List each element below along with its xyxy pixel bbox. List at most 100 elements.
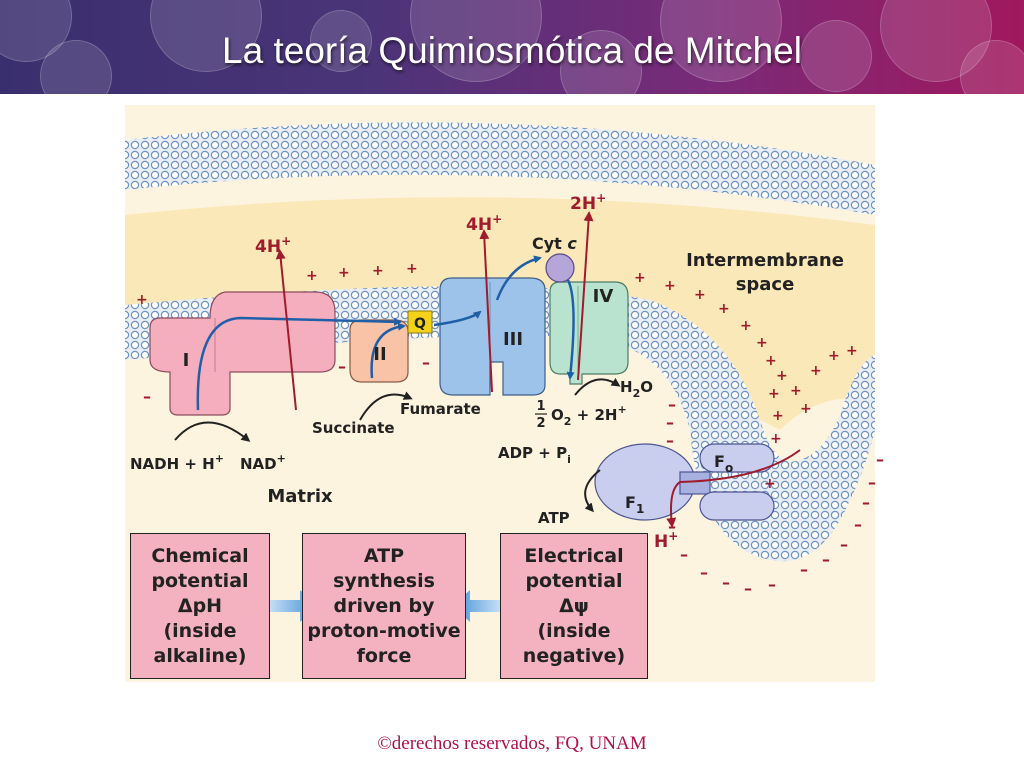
atp-line-4: proton-motive [307, 619, 461, 642]
plus-charge: + [740, 318, 752, 334]
plus-charge: + [768, 386, 780, 402]
plus-charge: + [764, 476, 776, 492]
proton-label-complex-I: 4H+ [255, 234, 291, 257]
minus-charge: – [680, 545, 688, 564]
proton-label-synthase: H+ [654, 529, 678, 552]
proton-path-complex-III [479, 229, 493, 393]
complex-IV-label: IV [593, 286, 614, 307]
electron-path-complex-II [370, 322, 406, 379]
atp-line-2: synthesis [333, 569, 435, 592]
succinate-label: Succinate [312, 419, 395, 437]
minus-charge: – [722, 573, 730, 592]
plus-charge: + [338, 265, 350, 281]
plus-charge: + [136, 292, 148, 308]
positive-charges: ++++++++++++++++++++++ [136, 261, 858, 492]
plus-charge: + [306, 268, 318, 284]
electron-path-complex-I [196, 316, 402, 411]
oxygen-reaction-arrow [574, 377, 621, 396]
electrical-line-2: potential [525, 569, 623, 592]
plus-charge: + [718, 301, 730, 317]
matrix-label: Matrix [267, 486, 333, 507]
electron-path-Q-III [433, 310, 482, 327]
chemical-line-2: potential [151, 569, 249, 592]
plus-charge: + [694, 287, 706, 303]
minus-charge: – [668, 395, 676, 414]
proton-label-complex-IV: 2H+ [570, 191, 606, 214]
plus-charge: + [406, 261, 418, 277]
complex-I [149, 291, 336, 416]
minus-charge: – [868, 473, 876, 492]
cyt-c-protein [545, 253, 575, 283]
atp-line-1: ATP [363, 544, 405, 567]
chemical-potential-box: Chemical potential ΔpH (inside alkaline) [130, 533, 270, 679]
proton-label-complex-III: 4H+ [466, 212, 502, 235]
arrow-electrical-to-atp [452, 590, 512, 622]
succinate-reaction-arrow [359, 391, 413, 421]
complex-I-label: I [183, 350, 190, 371]
intermembrane-space-region [125, 197, 875, 430]
plus-charge: + [828, 348, 840, 364]
proton-path-complex-IV [577, 211, 594, 381]
fo-label: Fo [714, 452, 733, 475]
plus-charge: + [372, 263, 384, 279]
atp-label: ATP [538, 509, 570, 527]
inner-membrane [125, 286, 875, 562]
quinone-square [407, 310, 433, 334]
minus-charge: – [744, 579, 752, 598]
minus-charge: – [876, 450, 884, 469]
minus-charge: – [422, 353, 430, 372]
minus-charge: – [840, 535, 848, 554]
nad-label: NAD+ [240, 452, 286, 473]
minus-charge: – [143, 387, 151, 406]
electrical-line-3: Δψ [559, 594, 589, 617]
complex-IV [549, 281, 629, 385]
copyright-footer: ©derechos reservados, FQ, UNAM [377, 733, 647, 754]
plus-charge: + [634, 270, 646, 286]
cyt-c-label: Cyt c [532, 234, 577, 253]
plus-charge: + [664, 278, 676, 294]
atp-reaction-arrow [584, 469, 601, 513]
quinone-label: Q [414, 316, 426, 332]
minus-charge: – [700, 563, 708, 582]
minus-charge: – [338, 357, 346, 376]
complex-II-label: II [373, 344, 386, 365]
plus-charge: + [765, 353, 777, 369]
outer-membrane [125, 122, 875, 215]
chemical-line-3: ΔpH [177, 594, 223, 617]
electron-path-III-cytc [495, 255, 542, 301]
slide-header: La teoría Quimiosmótica de Mitchel [0, 0, 1024, 94]
proton-path-complex-I [275, 249, 297, 411]
intermembrane-label-line1: Intermembrane [686, 250, 844, 271]
atp-synthesis-box: ATP synthesis driven by proton-motive fo… [302, 533, 466, 679]
oxygen-label: O2 + 2H+ [551, 403, 627, 428]
chemical-line-4: (inside [163, 619, 237, 642]
slide-title: La teoría Quimiosmótica de Mitchel [222, 30, 802, 71]
minus-charge: – [800, 560, 808, 579]
oxygen-fraction-num: 1 [536, 399, 545, 414]
plus-charge: + [772, 408, 784, 424]
minus-charge: – [666, 413, 674, 432]
electron-path-cytc-IV [566, 279, 575, 380]
atp-line-3: driven by [333, 594, 435, 617]
plus-charge: + [790, 383, 802, 399]
chemical-line-5: alkaline) [153, 644, 247, 667]
plus-charge: + [846, 343, 858, 359]
proton-path-synthase [666, 449, 801, 528]
oxygen-fraction-den: 2 [536, 416, 545, 431]
nadh-reaction-arrow [174, 421, 251, 442]
plus-charge: + [770, 431, 782, 447]
plus-charge: + [810, 363, 822, 379]
minus-charge: – [668, 517, 676, 536]
adp-label: ADP + Pi [498, 444, 571, 466]
electrical-potential-box: Electrical potential Δψ (inside negative… [500, 533, 648, 679]
minus-charge: – [854, 515, 862, 534]
chemical-line-1: Chemical [151, 544, 249, 567]
water-label: H2O [620, 378, 653, 400]
minus-charge: – [862, 493, 870, 512]
minus-charge: – [822, 550, 830, 569]
atp-synthase [594, 443, 775, 521]
plus-charge: + [756, 335, 768, 351]
minus-charge: – [768, 575, 776, 594]
intermembrane-label-line2: space [736, 274, 795, 295]
negative-charges: ––––––––––––––––––– [143, 353, 884, 598]
